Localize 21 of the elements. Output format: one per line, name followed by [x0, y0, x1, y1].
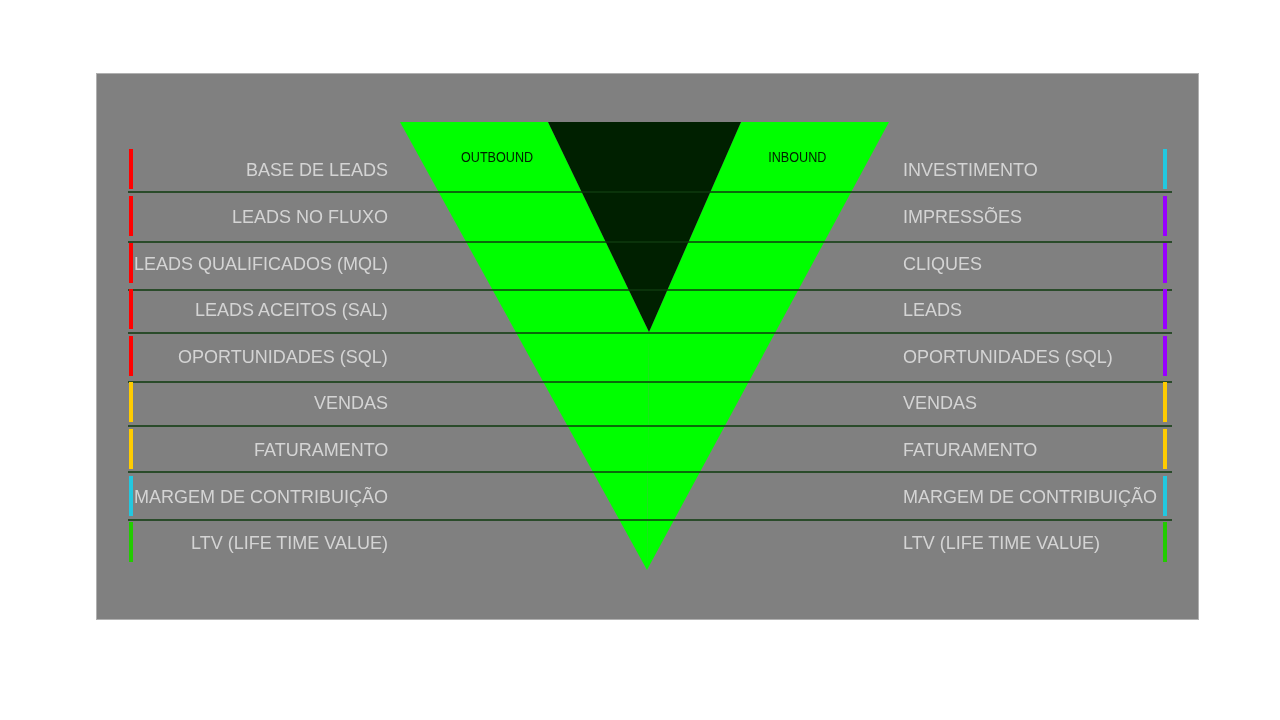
triangle-shape — [548, 122, 741, 332]
row-label: CLIQUES — [903, 253, 983, 275]
row-label: OPORTUNIDADES (SQL) — [178, 346, 388, 368]
row-label: LEADS QUALIFICADOS (MQL) — [134, 253, 389, 275]
row-label: FATURAMENTO — [903, 439, 1038, 461]
section-label: OUTBOUND — [461, 149, 534, 165]
row-label: VENDAS — [314, 392, 389, 414]
row-label: LEADS ACEITOS (SAL) — [195, 299, 388, 321]
row-label: LTV (LIFE TIME VALUE) — [903, 532, 1101, 554]
row-label: VENDAS — [903, 392, 978, 414]
row-label: LEADS NO FLUXO — [232, 206, 389, 228]
funnel-section — [400, 122, 649, 570]
row-label: BASE DE LEADS — [246, 159, 389, 181]
row-label: OPORTUNIDADES (SQL) — [903, 346, 1113, 368]
funnel-section — [647, 122, 889, 570]
section-label: INBOUND — [767, 149, 826, 165]
row-label: LTV (LIFE TIME VALUE) — [191, 532, 389, 554]
row-label: INVESTIMENTO — [903, 159, 1038, 181]
row-label: FATURAMENTO — [254, 439, 389, 461]
row-label: LEADS — [903, 299, 963, 321]
row-label: IMPRESSÕES — [903, 206, 1023, 228]
